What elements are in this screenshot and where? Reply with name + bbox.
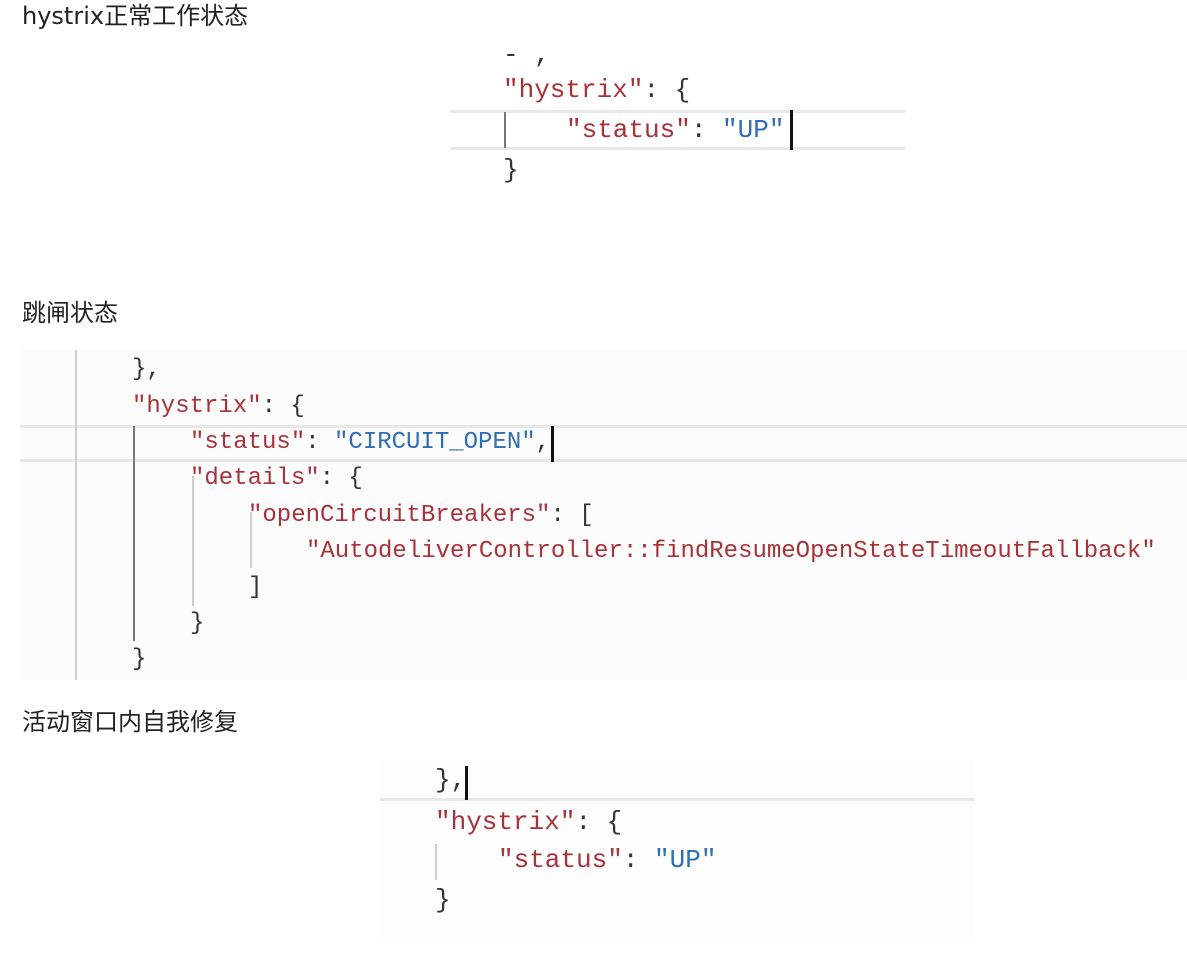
text-cursor [551, 426, 554, 462]
json-punctuation-token: } [190, 610, 205, 637]
json-punctuation-token: ] [248, 574, 263, 601]
json-key-token: "hystrix" [435, 807, 576, 837]
code-line: - , [503, 40, 550, 70]
json-punctuation-token: : [622, 845, 655, 875]
json-key-token: "status" [566, 115, 691, 145]
heading-self-repair: 活动窗口内自我修复 [22, 708, 238, 736]
json-key-token: "openCircuitBreakers" [248, 502, 551, 529]
json-punctuation-token: : { [261, 393, 305, 420]
code-block-normal: - , "hystrix": { "status": "UP" } [450, 40, 905, 200]
code-line: } [435, 882, 451, 918]
json-punctuation-token: , [535, 429, 551, 456]
code-line: "hystrix": { [132, 389, 305, 425]
code-line: }, [132, 352, 161, 388]
code-line: "hystrix": { [435, 804, 622, 840]
code-line: }, [435, 762, 466, 798]
code-line: "openCircuitBreakers": [ [248, 498, 594, 534]
json-punctuation-token: : { [319, 465, 363, 492]
json-key-token: "hystrix" [132, 393, 262, 420]
code-line: "hystrix": { [503, 72, 690, 108]
json-key-token: "details" [190, 465, 320, 492]
json-punctuation-token: }, [132, 356, 161, 383]
code-line: "status": "CIRCUIT_OPEN", [190, 425, 550, 461]
code-line: } [190, 606, 204, 642]
text-cursor [465, 766, 468, 800]
json-key-token: "hystrix" [503, 75, 644, 105]
code-line: } [503, 152, 519, 188]
json-string-token: "CIRCUIT_OPEN" [334, 429, 536, 456]
code-block-recovered: }, "hystrix": { "status": "UP" } [380, 760, 975, 940]
json-punctuation-token: : { [643, 75, 691, 105]
code-line: "status": "UP" [566, 112, 784, 148]
json-punctuation-token: : [ [550, 502, 594, 529]
code-line: "details": { [190, 461, 363, 497]
code-line: ] [248, 570, 262, 606]
code-line: "AutodeliverController::findResumeOpenSt… [306, 534, 1156, 570]
json-punctuation-token: : { [575, 807, 623, 837]
heading-circuit-open: 跳闸状态 [22, 299, 118, 327]
json-key-token: "status" [190, 429, 306, 456]
code-line: "status": "UP" [498, 842, 716, 878]
json-punctuation-token: } [435, 885, 451, 915]
heading-normal-state: hystrix正常工作状态 [22, 2, 249, 30]
json-punctuation-token: }, [435, 765, 467, 795]
json-punctuation-token: } [503, 155, 519, 185]
text-cursor [790, 110, 793, 150]
json-punctuation-token: : [690, 115, 723, 145]
json-punctuation-token: : [305, 429, 335, 456]
json-key-token: "status" [498, 845, 623, 875]
code-line: } [132, 642, 146, 678]
json-key-token: "AutodeliverController::findResumeOpenSt… [306, 538, 1156, 565]
code-block-circuit-open: }, "hystrix": { "status": "CIRCUIT_OPEN"… [20, 350, 1187, 680]
json-string-token: "UP" [654, 845, 717, 875]
json-punctuation-token: } [132, 646, 147, 673]
json-string-token: "UP" [722, 115, 785, 145]
json-punctuation-token: - , [503, 40, 550, 70]
